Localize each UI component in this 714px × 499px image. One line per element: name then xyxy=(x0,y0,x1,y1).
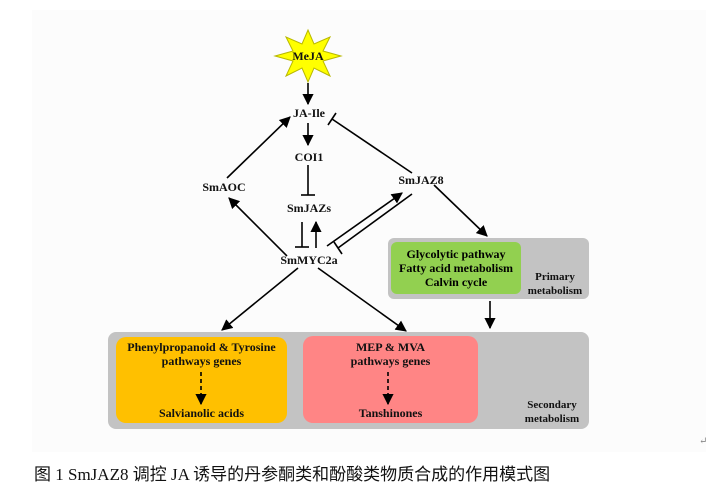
primary-label-line1: Primary xyxy=(535,271,575,283)
arrow-smmyc2a-smjaz8 xyxy=(326,192,403,247)
meja-star-shape xyxy=(273,28,343,84)
arrow-smmyc2a-smaoc xyxy=(228,197,288,257)
phenylpropanoid-title-line2: pathways genes xyxy=(161,354,242,368)
arrow-smaoc-jaile xyxy=(226,116,291,179)
secondary-label-line2: metabolism xyxy=(524,413,580,425)
mep-mva-box xyxy=(303,336,478,423)
primary-metabolism-label: Primary metabolism xyxy=(521,270,589,298)
secondary-metabolism-label: Secondary metabolism xyxy=(515,398,589,426)
mep-mva-title-line1: MEP & MVA xyxy=(355,340,426,354)
phenylpropanoid-title-line1: Phenylpropanoid & Tyrosine xyxy=(127,340,276,354)
primary-pathways-box: Glycolytic pathway Fatty acid metabolism… xyxy=(391,242,521,294)
phenylpropanoid-title: Phenylpropanoid & Tyrosine pathways gene… xyxy=(116,340,287,368)
node-smmyc2a: SmMYC2a xyxy=(280,253,338,267)
node-smjaz8: SmJAZ8 xyxy=(398,173,444,187)
arrow-smjaz8-primary xyxy=(433,184,488,237)
primary-item-fatty-acid: Fatty acid metabolism xyxy=(399,261,513,275)
primary-item-calvin: Calvin cycle xyxy=(424,275,488,289)
inhibit-smjaz8-jaile xyxy=(331,118,413,174)
primary-label-line2: metabolism xyxy=(527,285,583,297)
tanshinones-label: Tanshinones xyxy=(358,406,423,420)
mep-mva-title: MEP & MVA pathways genes xyxy=(303,340,478,368)
arrow-smmyc2a-phenylpropanoid xyxy=(221,267,299,331)
mep-mva-title-line2: pathways genes xyxy=(350,354,431,368)
inhibit-smjaz8-smmyc2a xyxy=(337,193,413,249)
node-coi1: COI1 xyxy=(294,150,324,164)
paragraph-mark: ↵ xyxy=(699,436,708,447)
secondary-label-line1: Secondary xyxy=(527,399,577,411)
figure-caption: 图 1 SmJAZ8 调控 JA 诱导的丹参酮类和酚酸类物质合成的作用模式图 xyxy=(34,465,551,484)
arrow-smmyc2a-mepmva xyxy=(317,267,407,332)
node-smjazs: SmJAZs xyxy=(286,201,331,215)
salvianolic-acids-label: Salvianolic acids xyxy=(158,406,244,420)
node-ja-ile: JA-Ile xyxy=(293,106,325,120)
node-meja: MeJA xyxy=(292,49,324,63)
primary-item-glycolytic: Glycolytic pathway xyxy=(406,247,506,261)
node-smaoc: SmAOC xyxy=(202,180,246,194)
